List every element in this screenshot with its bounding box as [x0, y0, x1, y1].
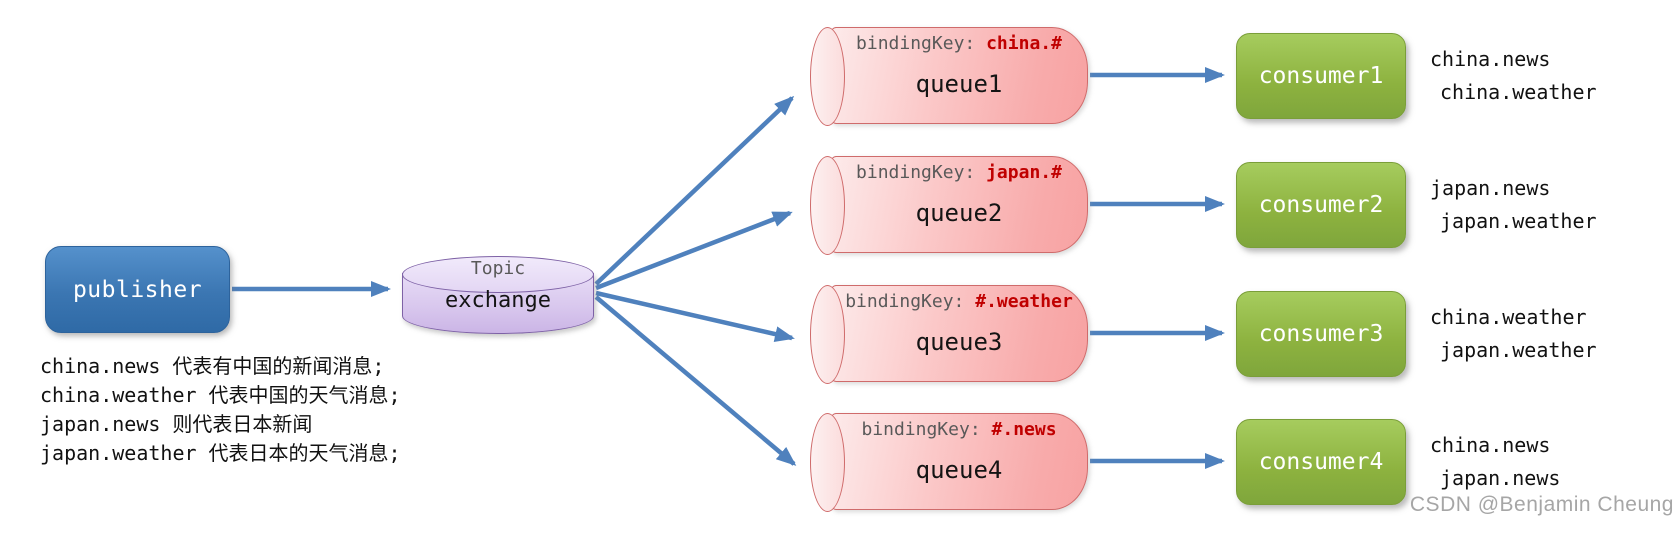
- message-label: china.news: [1430, 432, 1551, 457]
- consumer1-node: consumer1: [1236, 33, 1406, 119]
- queue1-label: queue1: [915, 70, 1003, 98]
- message-label: china.news: [1430, 46, 1551, 71]
- note-key: china.weather: [40, 383, 197, 407]
- arrow-exchange-to-queue1: [594, 95, 795, 286]
- note-line: japan.news 则代表日本新闻: [40, 410, 401, 439]
- binding-key: #.weather: [975, 291, 1073, 312]
- consumer3-messages: china.weather japan.weather: [1412, 285, 1674, 381]
- consumer4-label: consumer4: [1258, 449, 1384, 475]
- arrow-exchange-to-queue2: [595, 210, 793, 291]
- queue1-binding: bindingKey: china.#: [838, 33, 1080, 54]
- note-desc: 代表中国的天气消息;: [208, 383, 401, 407]
- exchange-node: Topic exchange: [402, 256, 594, 334]
- queue4-binding: bindingKey: #.news: [838, 419, 1080, 440]
- queue3-binding: bindingKey: #.weather: [838, 291, 1080, 312]
- legend-notes: china.news 代表有中国的新闻消息; china.weather 代表中国的…: [40, 352, 401, 468]
- binding-label: bindingKey:: [856, 162, 976, 183]
- note-line: china.news 代表有中国的新闻消息;: [40, 352, 401, 381]
- consumer2-label: consumer2: [1258, 192, 1384, 218]
- arrow-exchange-to-queue3: [595, 290, 795, 342]
- queue4-label: queue4: [915, 456, 1003, 484]
- note-key: china.news: [40, 354, 161, 378]
- exchange-label: exchange: [445, 288, 551, 313]
- note-key: japan.news: [40, 412, 161, 436]
- consumer4-node: consumer4: [1236, 419, 1406, 505]
- arrow-exchange-to-queue4: [594, 295, 797, 466]
- consumer1-messages: china.news china.weather: [1412, 27, 1674, 123]
- consumer2-node: consumer2: [1236, 162, 1406, 248]
- note-line: china.weather 代表中国的天气消息;: [40, 381, 401, 410]
- consumer3-node: consumer3: [1236, 291, 1406, 377]
- message-label: japan.news: [1440, 465, 1561, 490]
- message-label: china.weather: [1430, 304, 1587, 329]
- watermark: CSDN @Benjamin Cheung: [1409, 493, 1674, 516]
- note-line: japan.weather 代表日本的天气消息;: [40, 439, 401, 468]
- queue2-binding: bindingKey: japan.#: [838, 162, 1080, 183]
- consumer3-label: consumer3: [1258, 321, 1384, 347]
- binding-label: bindingKey:: [845, 291, 965, 312]
- exchange-type-label: Topic: [470, 258, 526, 279]
- note-desc: 代表有中国的新闻消息;: [172, 354, 385, 378]
- message-label: japan.news: [1430, 175, 1551, 200]
- queue-cylinder-cap: [810, 413, 845, 512]
- message-label: japan.weather: [1440, 337, 1597, 362]
- queue1-node: bindingKey: china.# queue1: [810, 27, 1088, 126]
- consumer2-messages: japan.news japan.weather: [1412, 156, 1674, 252]
- message-label: japan.weather: [1440, 208, 1597, 233]
- queue4-node: bindingKey: #.news queue4: [810, 413, 1088, 512]
- exchange-cylinder-top: [402, 256, 594, 293]
- note-desc: 则代表日本新闻: [172, 412, 313, 436]
- queue-cylinder-cap: [810, 156, 845, 255]
- binding-label: bindingKey:: [861, 419, 981, 440]
- queue2-label: queue2: [915, 199, 1003, 227]
- queue-cylinder-body: [826, 413, 1088, 510]
- queue3-label: queue3: [915, 328, 1003, 356]
- binding-label: bindingKey:: [856, 33, 976, 54]
- binding-key: china.#: [986, 33, 1062, 54]
- queue-cylinder-cap: [810, 27, 845, 126]
- message-label: china.weather: [1440, 79, 1597, 104]
- publisher-label: publisher: [72, 276, 203, 303]
- publisher-node: publisher: [45, 246, 230, 333]
- queue3-node: bindingKey: #.weather queue3: [810, 285, 1088, 384]
- consumer4-messages: china.news japan.news: [1412, 413, 1674, 509]
- queue-cylinder-cap: [810, 285, 845, 384]
- note-key: japan.weather: [40, 441, 197, 465]
- binding-key: #.news: [991, 419, 1057, 440]
- binding-key: japan.#: [986, 162, 1062, 183]
- consumer1-label: consumer1: [1258, 63, 1384, 89]
- queue2-node: bindingKey: japan.# queue2: [810, 156, 1088, 255]
- note-desc: 代表日本的天气消息;: [208, 441, 401, 465]
- queue-cylinder-body: [826, 27, 1088, 124]
